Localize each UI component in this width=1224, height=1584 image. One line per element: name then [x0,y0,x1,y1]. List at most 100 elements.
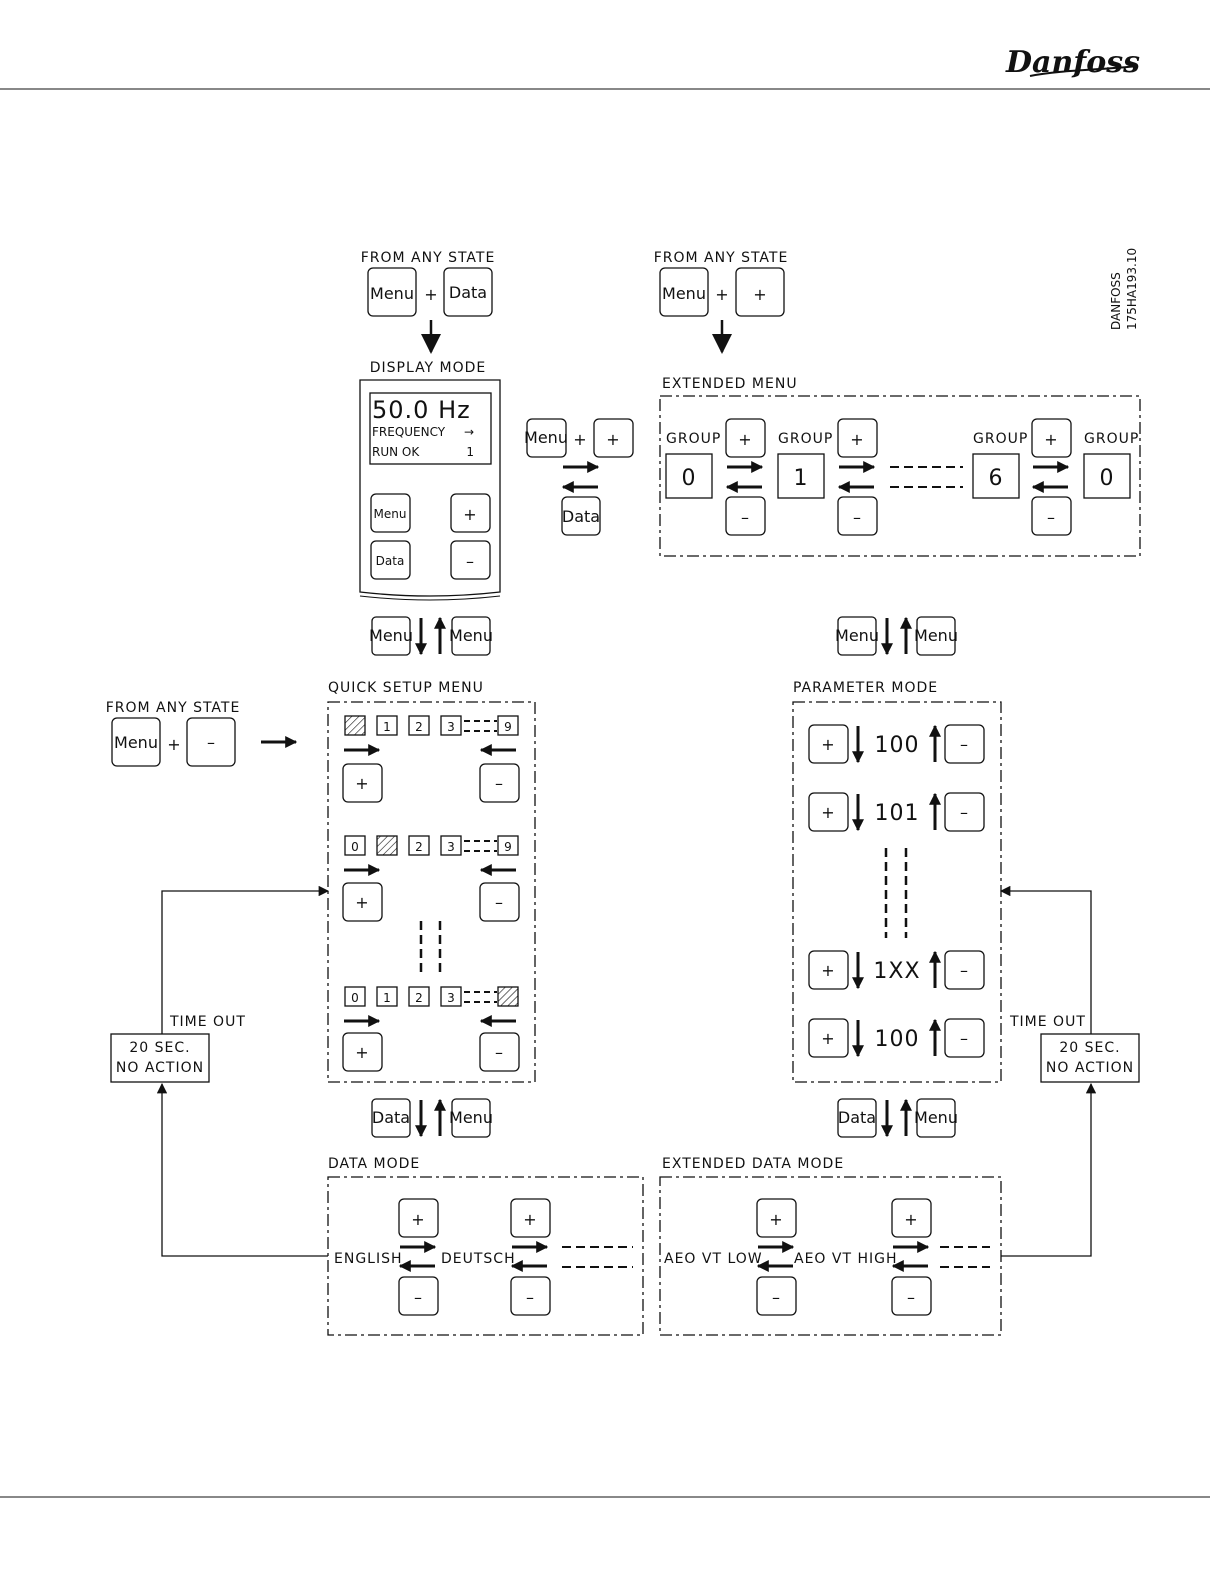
minus-key[interactable]: – [837,496,878,536]
minus-key[interactable]: – [479,1032,520,1072]
step-number: 1 [383,720,391,734]
minus-key[interactable]: – [944,950,985,990]
plus-key[interactable]: + [342,882,383,922]
data-key[interactable]: Data [561,496,601,536]
svg-text:Menu: Menu [524,428,568,447]
step-number: 9 [504,840,512,854]
minus-key[interactable]: – [479,763,520,803]
minus-key[interactable]: – [891,1276,932,1316]
menu-key[interactable]: Menu [369,616,413,656]
data-key[interactable]: Data [371,1098,411,1138]
step-number: 2 [415,840,423,854]
svg-text:–: – [960,961,968,980]
plus-key[interactable]: + [808,1018,849,1058]
plus-key[interactable]: + [837,418,878,458]
svg-text:+: + [904,1210,917,1229]
menu-key[interactable]: Menu [835,616,879,656]
plus-key[interactable]: + [808,950,849,990]
svg-text:–: – [526,1288,534,1307]
svg-text:+: + [463,505,476,524]
plus-sign: + [715,285,728,304]
svg-text:–: – [853,508,861,527]
plus-key[interactable]: + [756,1198,797,1238]
minus-key[interactable]: – [398,1276,439,1316]
minus-key[interactable]: – [944,792,985,832]
svg-text:+: + [523,1210,536,1229]
timeout-line1: 20 SEC. [1059,1040,1120,1056]
minus-key[interactable]: – [186,717,236,767]
plus-key[interactable]: + [510,1198,551,1238]
quick-setup-row: 0 2 3 9 [344,835,519,856]
group-value-box: 6 [972,453,1020,499]
data-key[interactable]: Data [370,540,411,580]
plus-key[interactable]: + [808,724,849,764]
menu-key[interactable]: Menu [449,1098,493,1138]
minus-key[interactable]: – [450,540,491,580]
svg-text:+: + [606,430,619,449]
svg-text:+: + [821,961,834,980]
data-key[interactable]: Data [443,267,493,317]
display-mode-title: DISPLAY MODE [370,360,487,376]
svg-text:Data: Data [449,283,487,302]
menu-key[interactable]: Menu [370,493,411,533]
svg-text:+: + [753,285,766,304]
svg-text:–: – [907,1288,915,1307]
minus-key[interactable]: – [944,724,985,764]
timeout-box: 20 SEC. NO ACTION [110,1033,210,1083]
group-label: GROUP [666,431,721,447]
menu-key[interactable]: Menu [914,616,958,656]
quick-setup-title: QUICK SETUP MENU [328,680,484,696]
step-number: 2 [415,720,423,734]
plus-sign: + [424,285,437,304]
minus-key[interactable]: – [1031,496,1072,536]
plus-key[interactable]: + [1031,418,1072,458]
plus-key[interactable]: + [342,1032,383,1072]
svg-text:+: + [355,1043,368,1062]
group-label: GROUP [973,431,1028,447]
plus-key[interactable]: + [450,493,491,533]
svg-text:+: + [821,1029,834,1048]
minus-key[interactable]: – [756,1276,797,1316]
svg-text:–: – [414,1288,422,1307]
svg-text:–: – [466,552,474,571]
svg-text:6: 6 [989,466,1004,491]
plus-key[interactable]: + [891,1198,932,1238]
from-any-state-label: FROM ANY STATE [106,700,241,716]
menu-key[interactable]: Menu [111,717,161,767]
lcd-value: 50.0 Hz [372,396,471,424]
data-key[interactable]: Data [837,1098,877,1138]
lcd-line1: FREQUENCY [372,425,446,439]
quick-setup-row: 0 1 2 3 [344,986,519,1007]
svg-text:+: + [1044,430,1057,449]
drawing-id-number: 175HA193.10 [1125,248,1139,330]
menu-key[interactable]: Menu [524,418,568,458]
step-number: 3 [447,991,455,1005]
svg-text:–: – [495,774,503,793]
timeout-label: TIME OUT [1009,1014,1086,1030]
group-value-box: 0 [665,453,713,499]
svg-text:+: + [355,893,368,912]
plus-key[interactable]: + [593,418,634,458]
minus-key[interactable]: – [944,1018,985,1058]
menu-key[interactable]: Menu [449,616,493,656]
plus-key[interactable]: + [342,763,383,803]
minus-key[interactable]: – [725,496,766,536]
plus-key[interactable]: + [725,418,766,458]
plus-key[interactable]: + [735,267,785,317]
menu-key[interactable]: Menu [914,1098,958,1138]
timeout-return-line [161,885,330,1034]
minus-key[interactable]: – [510,1276,551,1316]
plus-key[interactable]: + [808,792,849,832]
step-number: 0 [351,991,359,1005]
svg-text:+: + [821,803,834,822]
timeout-line2: NO ACTION [1046,1060,1134,1076]
timeout-line2: NO ACTION [116,1060,204,1076]
plus-key[interactable]: + [398,1198,439,1238]
menu-key[interactable]: Menu [367,267,417,317]
svg-text:+: + [411,1210,424,1229]
from-any-state-label: FROM ANY STATE [654,250,789,266]
data-to-timeout-line [1001,1082,1097,1257]
minus-key[interactable]: – [479,882,520,922]
menu-key[interactable]: Menu [659,267,709,317]
